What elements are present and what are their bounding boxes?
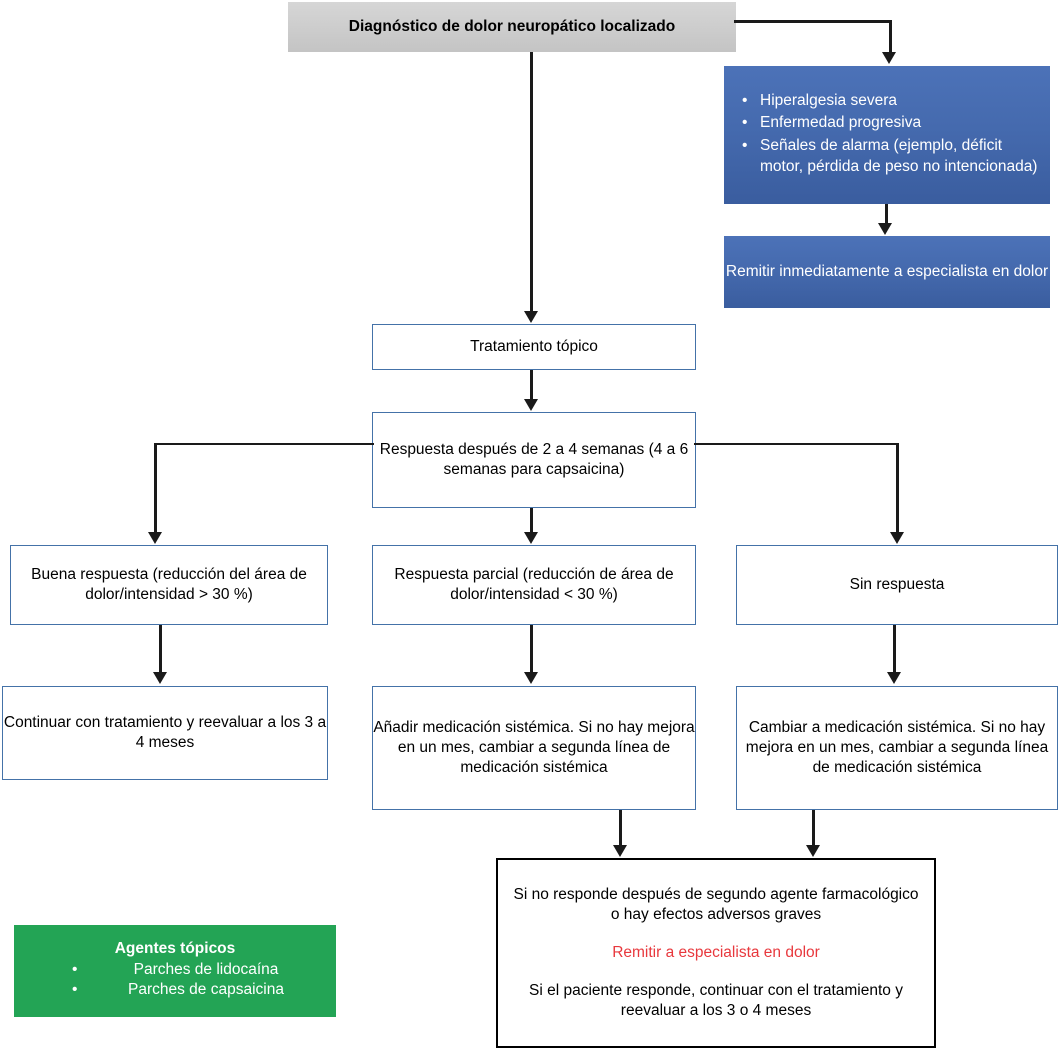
node-final-referral[interactable]: Si no responde después de segundo agente…	[496, 858, 936, 1048]
node-partial-response-label: Respuesta parcial (reducción de área de …	[394, 566, 674, 603]
node-topical-treatment[interactable]: Tratamiento tópico	[372, 324, 696, 370]
legend-item: Parches de lidocaína	[70, 960, 326, 981]
arrowhead-title-to-topical	[524, 311, 538, 323]
connector-title-to-redflags-horizontal	[734, 20, 892, 23]
node-add-systemic[interactable]: Añadir medicación sistémica. Si no hay m…	[372, 686, 696, 810]
connector-title-to-redflags-vertical	[889, 20, 892, 52]
connector-title-to-topical	[530, 52, 533, 312]
node-response-check[interactable]: Respuesta después de 2 a 4 semanas (4 a …	[372, 412, 696, 508]
node-response-check-label: Respuesta después de 2 a 4 semanas (4 a …	[379, 441, 689, 478]
final-line-1: Si no responde después de segundo agente…	[513, 886, 919, 924]
node-continue-treatment[interactable]: Continuar con tratamiento y reevaluar a …	[2, 686, 328, 780]
red-flags-list: Hiperalgesia severa Enfermedad progresiv…	[740, 91, 1040, 179]
red-flags-item: Señales de alarma (ejemplo, déficit moto…	[740, 136, 1040, 177]
arrowhead-response-to-good	[148, 532, 162, 544]
connector-add-to-final	[619, 810, 622, 845]
node-add-systemic-label: Añadir medicación sistémica. Si no hay m…	[373, 719, 695, 776]
node-topical-treatment-label: Tratamiento tópico	[470, 338, 598, 356]
arrowhead-good-to-continue	[153, 672, 167, 684]
node-diagnosis-title-label: Diagnóstico de dolor neuropático localiz…	[348, 18, 676, 36]
legend-item: Parches de capsaicina	[70, 980, 326, 1001]
node-diagnosis-title[interactable]: Diagnóstico de dolor neuropático localiz…	[288, 2, 736, 52]
arrowhead-noresp-to-switch	[887, 672, 901, 684]
node-good-response[interactable]: Buena respuesta (reducción del área de d…	[10, 545, 328, 625]
node-no-response[interactable]: Sin respuesta	[736, 545, 1058, 625]
connector-response-to-good-vertical	[154, 443, 157, 533]
connector-noresp-to-switch	[893, 625, 896, 673]
arrowhead-response-to-partial	[524, 532, 538, 544]
final-referral-text: Remitir a especialista en dolor	[612, 944, 820, 962]
final-line-2: Si el paciente responde, continuar con e…	[529, 981, 903, 1019]
connector-redflags-to-refer	[885, 204, 888, 224]
node-good-response-label: Buena respuesta (reducción del área de d…	[31, 566, 307, 603]
node-refer-immediately-label: Remitir inmediatamente a especialista en…	[725, 263, 1049, 281]
legend-list: Parches de lidocaína Parches de capsaici…	[24, 960, 326, 1001]
arrowhead-title-to-redflags	[882, 52, 896, 64]
arrowhead-switch-to-final	[806, 845, 820, 857]
node-partial-response[interactable]: Respuesta parcial (reducción de área de …	[372, 545, 696, 625]
node-switch-systemic[interactable]: Cambiar a medicación sistémica. Si no ha…	[736, 686, 1058, 810]
node-continue-treatment-label: Continuar con tratamiento y reevaluar a …	[3, 714, 327, 751]
connector-response-to-noresp-vertical	[896, 443, 899, 533]
node-switch-systemic-label: Cambiar a medicación sistémica. Si no ha…	[745, 719, 1049, 776]
arrowhead-response-to-noresp	[890, 532, 904, 544]
connector-partial-to-add	[530, 625, 533, 673]
connector-response-to-partial	[530, 508, 533, 533]
node-refer-immediately[interactable]: Remitir inmediatamente a especialista en…	[724, 236, 1050, 308]
arrowhead-partial-to-add	[524, 672, 538, 684]
node-legend-topical-agents[interactable]: Agentes tópicos Parches de lidocaína Par…	[14, 925, 336, 1017]
connector-good-to-continue	[159, 625, 162, 673]
arrowhead-topical-to-response	[524, 399, 538, 411]
connector-switch-to-final	[812, 810, 815, 845]
arrowhead-add-to-final	[613, 845, 627, 857]
arrowhead-redflags-to-refer	[878, 223, 892, 235]
connector-response-to-noresp-horizontal	[694, 443, 898, 445]
legend-title: Agentes tópicos	[114, 939, 236, 957]
node-red-flags[interactable]: Hiperalgesia severa Enfermedad progresiv…	[724, 66, 1050, 204]
node-no-response-label: Sin respuesta	[849, 576, 945, 594]
red-flags-item: Hiperalgesia severa	[740, 91, 1040, 112]
connector-topical-to-response	[530, 370, 533, 400]
connector-response-to-good-horizontal	[155, 443, 374, 445]
red-flags-item: Enfermedad progresiva	[740, 113, 1040, 134]
